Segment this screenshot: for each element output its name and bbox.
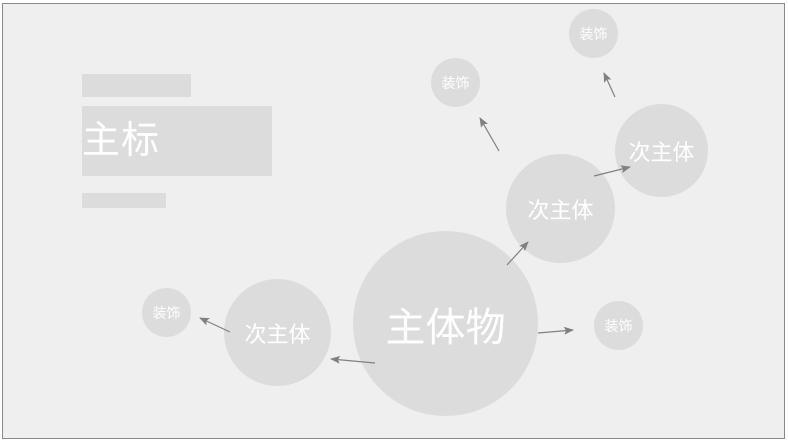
secondary-subject-right-circle: 次主体	[615, 104, 708, 197]
caption-placeholder-bar	[82, 193, 166, 208]
main-subject-circle: 主体物	[353, 231, 538, 416]
decoration-top-label: 装饰	[579, 26, 608, 43]
decoration-left-circle: 装饰	[142, 288, 191, 337]
secondary-subject-left-circle: 次主体	[224, 279, 331, 386]
decoration-upper-left-label: 装饰	[441, 75, 470, 92]
secondary-subject-right-label: 次主体	[628, 140, 695, 166]
secondary-subject-left-label: 次主体	[244, 322, 311, 348]
decoration-upper-left-circle: 装饰	[431, 58, 480, 107]
main-subject-label: 主体物	[385, 304, 506, 351]
decoration-right-circle: 装饰	[594, 301, 643, 350]
main-title: 主标	[82, 118, 161, 162]
subtitle-placeholder-bar	[82, 74, 191, 97]
secondary-subject-upper-label: 次主体	[527, 198, 594, 224]
decoration-top-circle: 装饰	[569, 9, 618, 58]
main-title-box: 主标	[82, 106, 272, 176]
decoration-left-label: 装饰	[152, 305, 181, 322]
secondary-subject-upper-circle: 次主体	[506, 154, 615, 263]
decoration-right-label: 装饰	[604, 318, 633, 335]
